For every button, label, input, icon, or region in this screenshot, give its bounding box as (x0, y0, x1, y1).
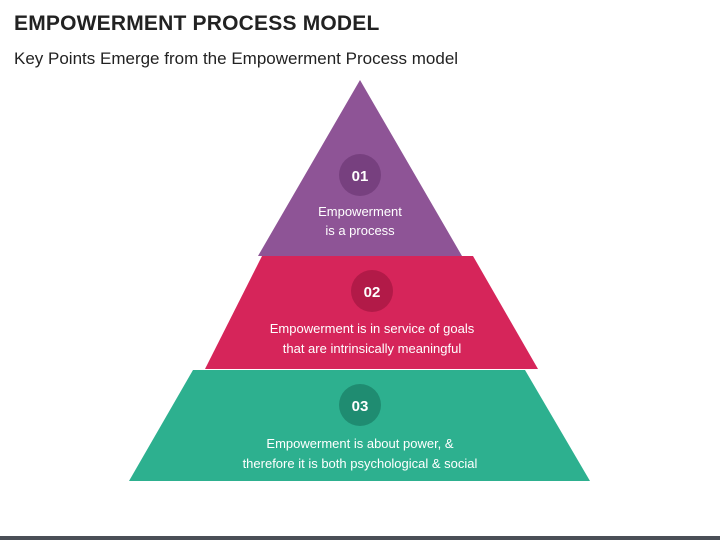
level-1-line-1: Empowerment (318, 204, 402, 219)
level-3-number: 03 (352, 398, 369, 415)
level-2-line-1: Empowerment is in service of goals (270, 321, 475, 336)
level-1-badge (339, 154, 381, 196)
level-2-line-2: that are intrinsically meaningful (283, 341, 462, 356)
level-2-badge (351, 270, 393, 312)
page-title: EMPOWERMENT PROCESS MODEL (14, 12, 380, 35)
pyramid-level-1: 01 Empowerment is a process (258, 80, 462, 256)
level-1-line-2: is a process (325, 223, 395, 238)
level-3-line-2: therefore it is both psychological & soc… (243, 456, 478, 471)
pyramid-level-3: 03 Empowerment is about power, & therefo… (129, 370, 590, 481)
pyramid-level-2: 02 Empowerment is in service of goals th… (205, 256, 538, 369)
level-2-number: 02 (364, 284, 381, 301)
level-3-line-1: Empowerment is about power, & (266, 436, 453, 451)
level-3-badge (339, 384, 381, 426)
level-1-number: 01 (352, 168, 369, 185)
bottom-bar (0, 536, 720, 540)
page-subtitle: Key Points Emerge from the Empowerment P… (14, 49, 459, 68)
level-2-shape (205, 256, 538, 369)
